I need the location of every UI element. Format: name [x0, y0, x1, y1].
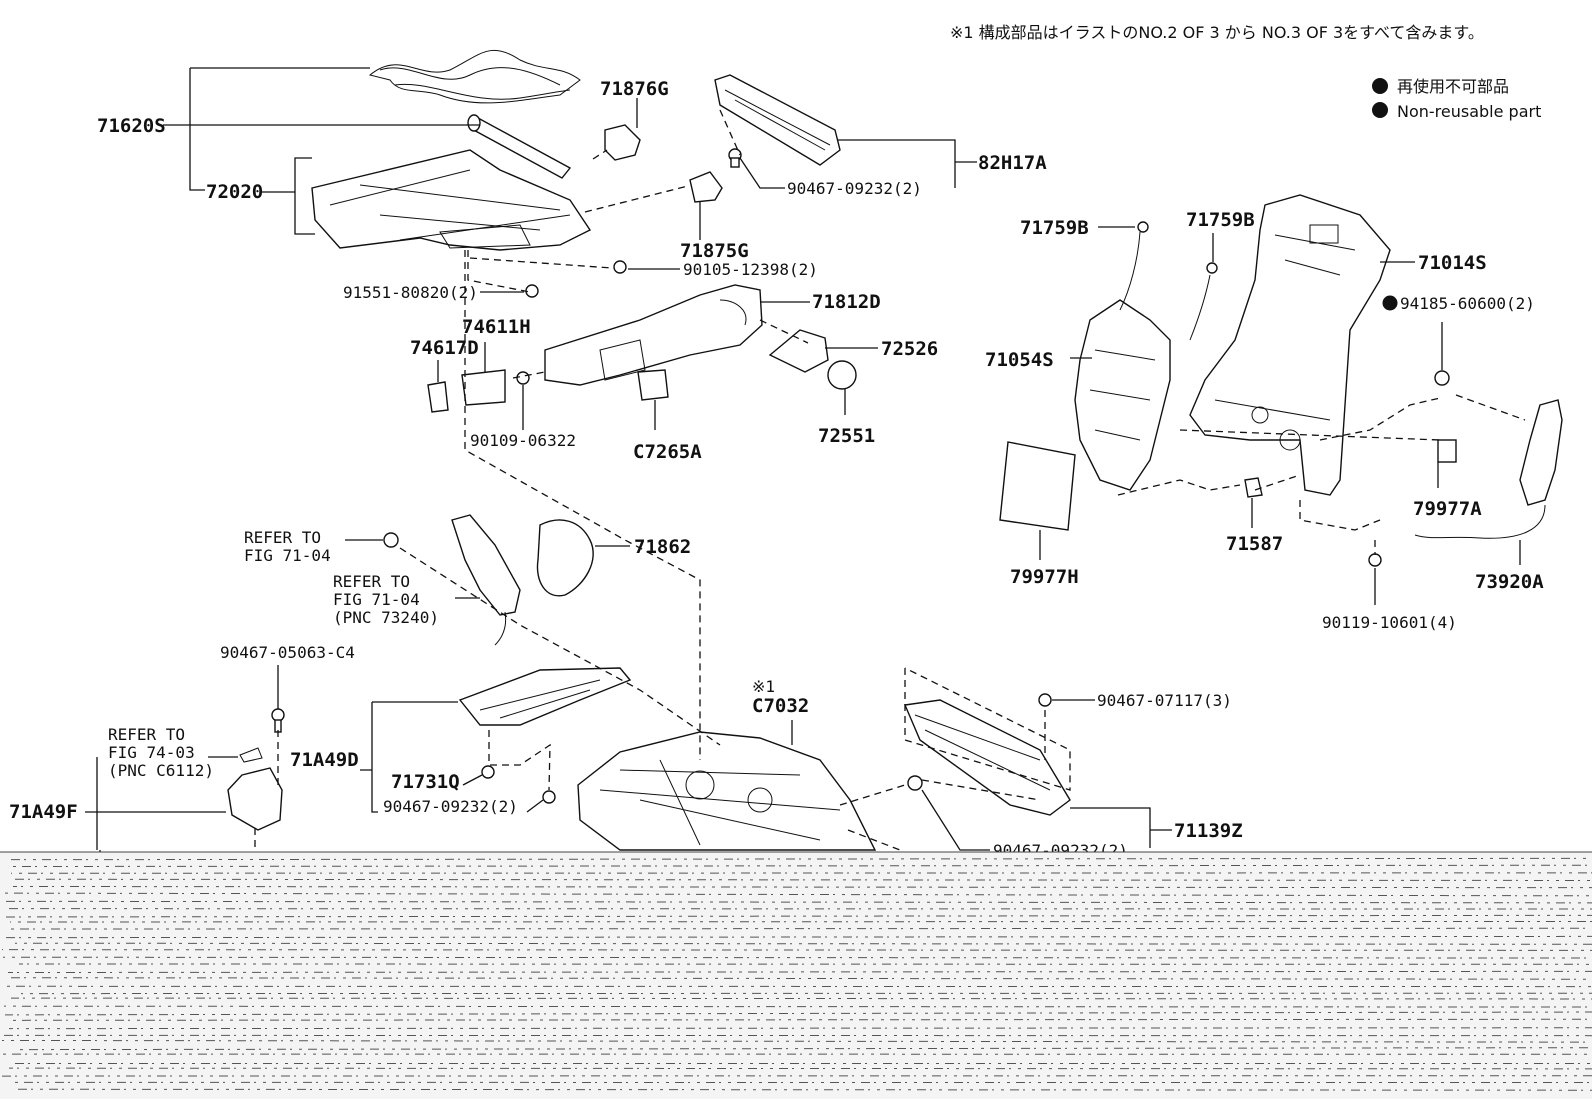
label-82h17a: 82H17A — [978, 152, 1047, 174]
bracket-71875g — [690, 172, 722, 202]
label-90119-10601: 90119-10601(4) — [1322, 613, 1457, 632]
label-71a49f: 71A49F — [9, 801, 78, 823]
label-90467-07117: 90467-07117(3) — [1097, 691, 1232, 710]
label-79977h: 79977H — [1010, 566, 1079, 588]
label-71862: 71862 — [634, 536, 691, 558]
label-73920a: 73920A — [1475, 571, 1544, 593]
label-71587: 71587 — [1226, 533, 1283, 555]
switch-74611h — [462, 370, 505, 405]
cable-icon — [1120, 232, 1140, 310]
seatback-frame-71014s — [1190, 195, 1390, 495]
label-71139z: 71139Z — [1174, 820, 1243, 842]
screw-icon — [1039, 694, 1051, 706]
legend-non-reusable-ja: 再使用不可部品 — [1397, 77, 1509, 96]
label-c7032: C7032 — [752, 695, 809, 717]
seat-belt-buckle — [452, 515, 520, 645]
ref3-line2: FIG 74-03 — [108, 743, 195, 762]
nut-icon — [1435, 371, 1449, 385]
ref2-line3: (PNC 73240) — [333, 608, 439, 627]
label-72020: 72020 — [206, 181, 263, 203]
pad-79977h — [1000, 442, 1075, 530]
screw-icon — [272, 709, 284, 732]
label-74617d: 74617D — [410, 337, 479, 359]
cover-c7265a — [638, 370, 668, 400]
nut-icon — [384, 533, 398, 547]
label-71759b-left: 71759B — [1020, 217, 1089, 239]
cap-72551 — [828, 361, 856, 389]
label-71759b-right: 71759B — [1186, 209, 1255, 231]
label-c7032-mark: ※1 — [752, 677, 775, 696]
bolt-icon — [729, 149, 741, 167]
label-91551-80820: 91551-80820(2) — [343, 283, 478, 302]
label-c7265a: C7265A — [633, 441, 702, 463]
label-71876g: 71876G — [600, 78, 669, 100]
label-90109-06322: 90109-06322 — [470, 431, 576, 450]
label-94185-60600: 94185-60600(2) — [1400, 294, 1535, 313]
label-79977a: 79977A — [1413, 498, 1482, 520]
bracket-71876g — [605, 125, 640, 160]
label-71014s: 71014S — [1418, 252, 1487, 274]
side-shield-71812d — [545, 285, 762, 385]
reference-part-icon — [240, 748, 262, 762]
pad-79977a — [1438, 440, 1456, 462]
header-note: ※1 構成部品はイラストのNO.2 OF 3 から NO.3 OF 3をすべて含… — [950, 23, 1484, 42]
label-71620s: 71620S — [97, 115, 166, 137]
label-90467-05063-c4: 90467-05063-C4 — [220, 643, 355, 662]
seat-spring-wire — [370, 50, 580, 103]
cable-icon — [1190, 275, 1210, 340]
scan-noise-band — [0, 852, 1592, 1099]
non-reusable-bullet-icon — [1383, 296, 1398, 311]
ref1-line2: FIG 71-04 — [244, 546, 331, 565]
cover-74617d — [428, 382, 448, 412]
cover-71a49f — [228, 768, 282, 830]
clip-icon — [908, 776, 922, 790]
non-reusable-bullet-icon — [1372, 102, 1388, 118]
screw-icon — [517, 372, 529, 384]
label-90105-12398: 90105-12398(2) — [683, 260, 818, 279]
label-71812d: 71812D — [812, 291, 881, 313]
seatback-panel-71054s — [1075, 300, 1170, 490]
label-71731q: 71731Q — [391, 771, 460, 793]
rail-cover-71139z — [905, 700, 1070, 815]
label-71054s: 71054S — [985, 349, 1054, 371]
clip-icon — [482, 766, 494, 778]
pin-icon — [1207, 263, 1217, 273]
ref2-line2: FIG 71-04 — [333, 590, 420, 609]
seat-cushion-frame-c7032 — [578, 732, 875, 850]
label-72526: 72526 — [881, 338, 938, 360]
legend-non-reusable-en: Non-reusable part — [1397, 102, 1541, 121]
ref3-line1: REFER TO — [108, 725, 185, 744]
ref1-line1: REFER TO — [244, 528, 321, 547]
label-90467-09232-top: 90467-09232(2) — [787, 179, 922, 198]
clip-71587 — [1245, 478, 1262, 497]
label-90467-09232-mid: 90467-09232(2) — [383, 797, 518, 816]
label-72551: 72551 — [818, 425, 875, 447]
shield-71862 — [537, 520, 593, 596]
non-reusable-bullet-icon — [1372, 78, 1388, 94]
ref2-line1: REFER TO — [333, 572, 410, 591]
label-71a49d: 71A49D — [290, 749, 359, 771]
label-74611h: 74611H — [462, 316, 531, 338]
bolt-icon — [1369, 554, 1381, 566]
knob-72526 — [770, 330, 828, 372]
bracket-71a49d — [460, 668, 630, 725]
pin-icon — [1138, 222, 1148, 232]
bolt-icon — [543, 791, 555, 803]
ref3-line3: (PNC C6112) — [108, 761, 214, 780]
bolt-icon — [614, 261, 626, 273]
label-71875g: 71875G — [680, 240, 749, 262]
